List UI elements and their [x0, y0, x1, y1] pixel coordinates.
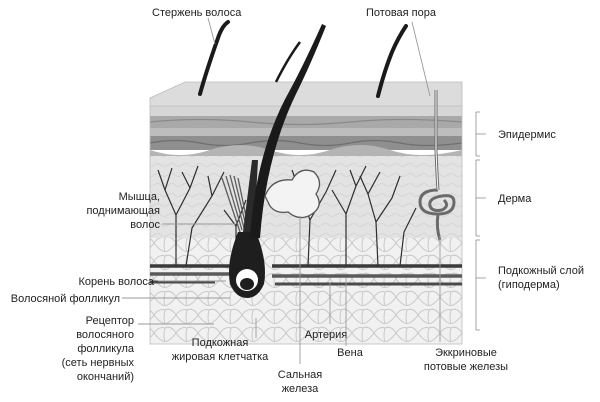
label-receptor: Рецептор	[86, 315, 134, 327]
label-receptor-2: волосяного	[76, 329, 134, 341]
hair-strand	[274, 41, 302, 83]
main-hair-shaft	[250, 24, 326, 238]
label-receptor-3: фолликула	[77, 343, 135, 355]
blood-vessels	[150, 264, 462, 286]
hair-follicle	[229, 160, 265, 298]
label-hypodermis: Подкожный слой	[498, 265, 584, 277]
label-arrector-muscle-3: волос	[130, 219, 160, 231]
hair-shaft-left	[198, 20, 230, 96]
leader-lines	[122, 17, 486, 364]
label-eccrine-glands-2: потовые железы	[424, 361, 508, 373]
label-sweat-pore: Потовая пора	[366, 7, 437, 19]
label-subcutaneous-fat-2: жировая клетчатка	[172, 351, 269, 363]
epidermis-layer	[149, 106, 463, 156]
skin-surface	[149, 81, 463, 109]
label-hypodermis-sub: (гиподерма)	[498, 279, 560, 291]
arrector-pili-muscle	[221, 174, 249, 233]
label-eccrine-glands: Эккриновые	[435, 347, 497, 359]
label-hair-root: Корень волоса	[79, 276, 155, 288]
label-artery: Артерия	[305, 329, 348, 341]
label-hair-follicle: Волосяной фолликул	[11, 293, 120, 305]
label-hair-shaft: Стержень волоса	[152, 7, 242, 19]
label-sebaceous-gland: Сальная	[278, 369, 323, 381]
label-receptor-5: окончаний)	[77, 371, 134, 383]
label-epidermis: Эпидермис	[498, 129, 556, 141]
hair-shaft-right	[376, 24, 408, 98]
label-arrector-muscle: Мышца,	[119, 191, 160, 203]
label-sebaceous-gland-2: железа	[282, 383, 319, 395]
hypodermis-layer	[150, 238, 462, 344]
label-receptor-4: (сеть нервных	[62, 357, 135, 369]
label-dermis: Дерма	[498, 193, 532, 205]
label-arrector-muscle-2: поднимающая	[86, 205, 160, 217]
label-vein: Вена	[337, 347, 364, 359]
sebaceous-gland	[264, 169, 321, 219]
label-subcutaneous-fat: Подкожная	[192, 337, 249, 349]
